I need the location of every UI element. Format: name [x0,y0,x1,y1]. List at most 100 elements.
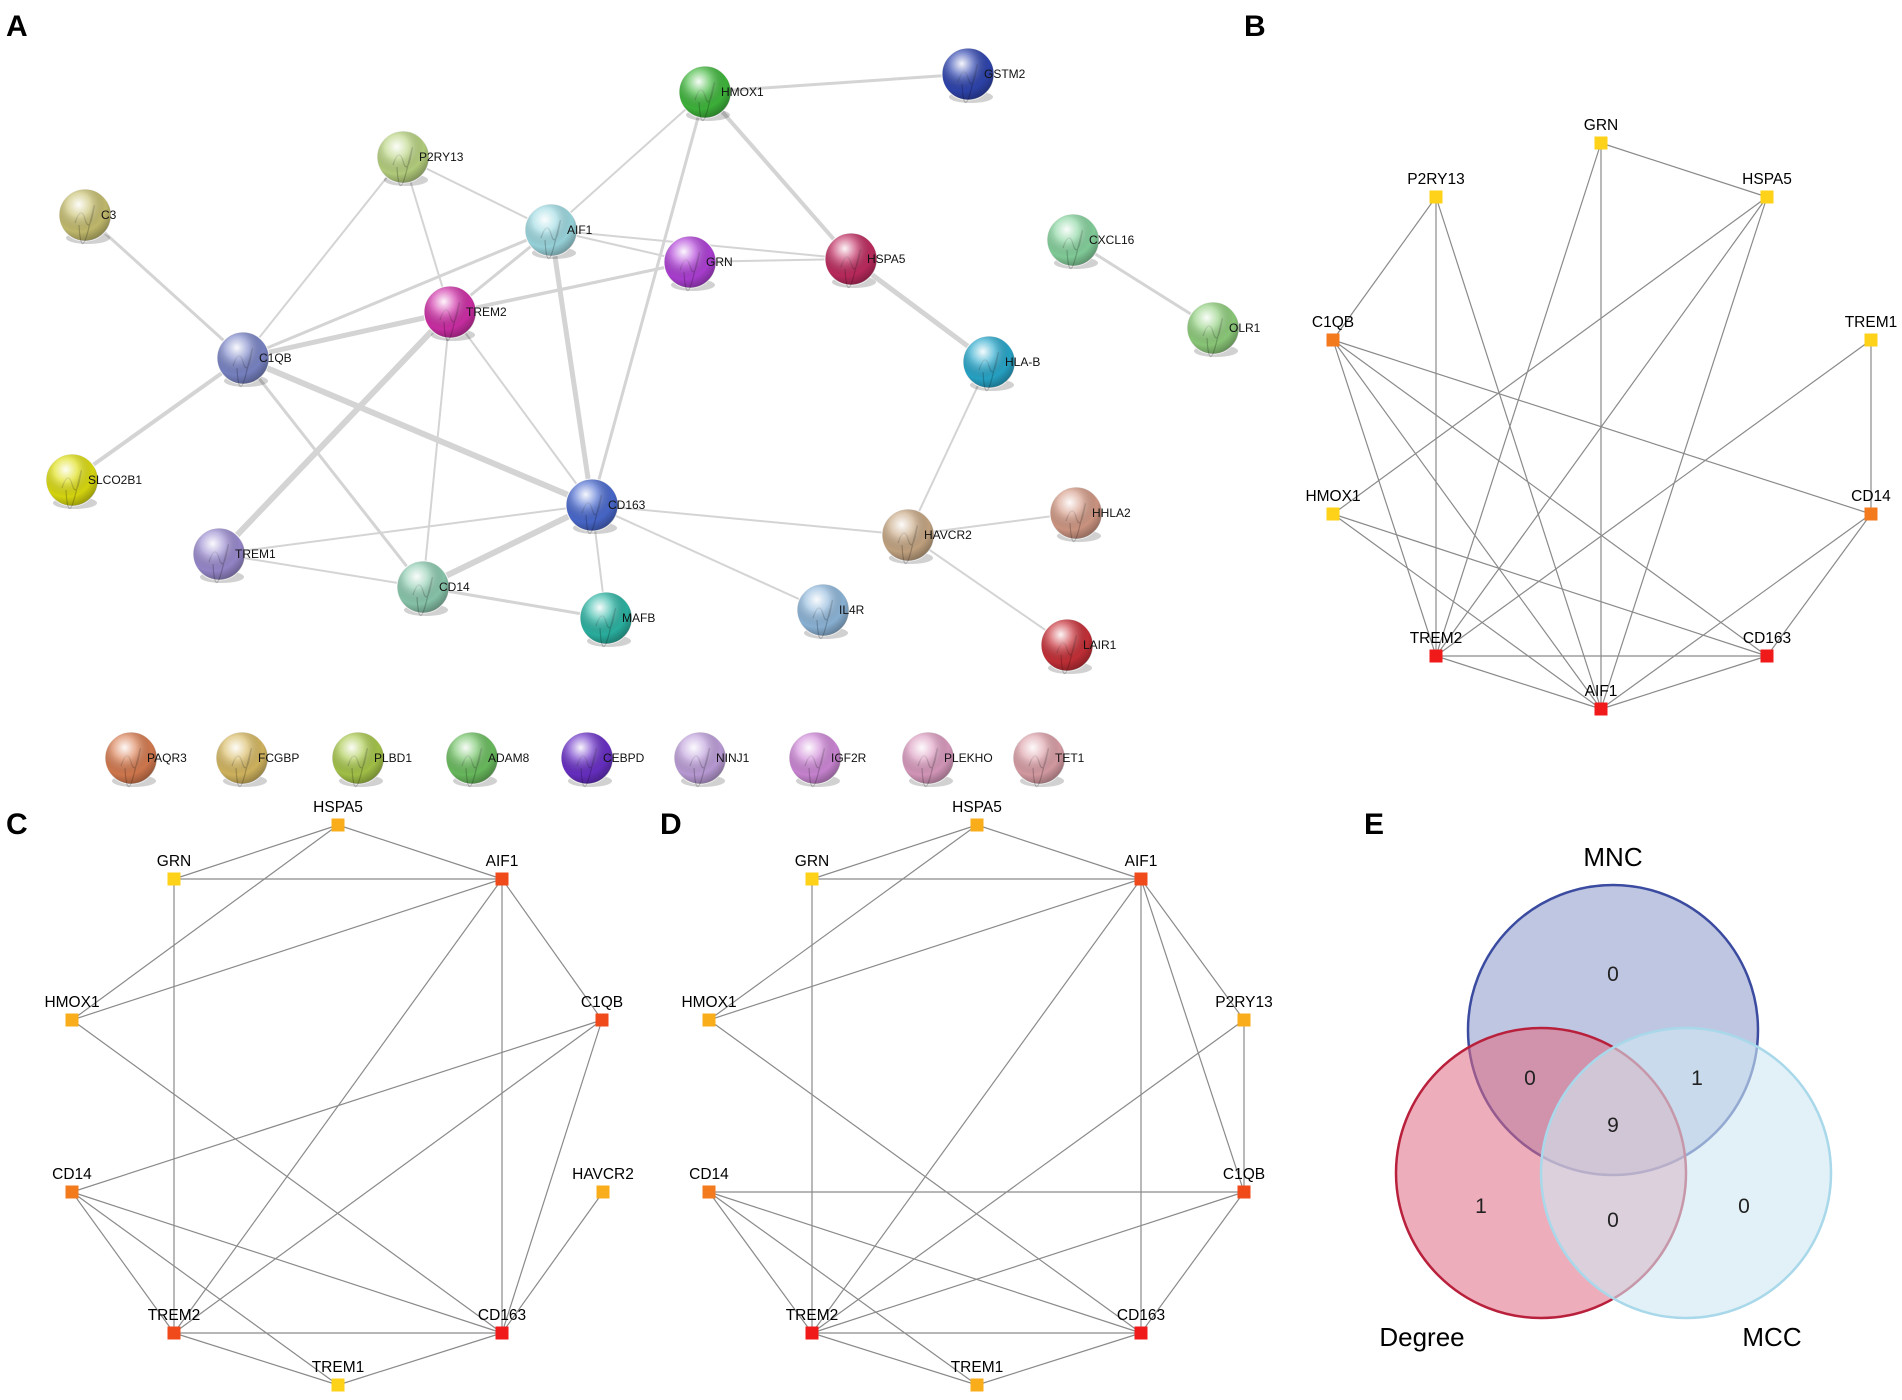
a-node-label: PAQR3 [147,751,187,765]
a-node-c3[interactable]: C3 [58,188,117,245]
a-node-gstm2[interactable]: GSTM2 [941,47,1026,104]
a-node-label: PLEKHO [944,751,993,765]
a-edge-c1qb-cd163 [240,355,595,508]
d-node-hspa5[interactable]: HSPA5 [952,799,1002,832]
b-node-cd14[interactable]: CD14 [1851,488,1891,521]
c-node-cd14[interactable]: CD14 [52,1166,92,1199]
b-edge-p2ry13-c1qb [1332,196,1437,341]
panel-e-letter: E [1364,808,1384,841]
b-edge-hmox1-aif1 [1332,513,1602,710]
a-node-ninj1[interactable]: NINJ1 [673,731,750,788]
d-node-hmox1[interactable]: HMOX1 [681,994,737,1027]
b-node-c1qb[interactable]: C1QB [1312,314,1354,347]
a-node-hmox1[interactable]: HMOX1 [678,65,764,122]
a-node-plbd1[interactable]: PLBD1 [331,731,412,788]
b-node-trem2[interactable]: TREM2 [1410,630,1463,663]
d-node-cd163[interactable]: CD163 [1117,1307,1165,1340]
c-node-label: TREM2 [148,1307,201,1324]
c-edge-c1qb-cd14 [71,1019,603,1193]
c-node-aif1[interactable]: AIF1 [486,853,519,886]
d-node-label: CD163 [1117,1307,1165,1324]
a-node-havcr2[interactable]: HAVCR2 [881,508,972,565]
a-node-fcgbp[interactable]: FCGBP [215,731,299,788]
c-edge-aif1-c1qb [501,878,603,1021]
a-node-igf2r[interactable]: IGF2R [788,731,867,788]
d-node-trem2[interactable]: TREM2 [786,1307,839,1340]
c-node-c1qb[interactable]: C1QB [581,994,623,1027]
a-node-cd163[interactable]: CD163 [565,478,646,535]
d-node-grn[interactable]: GRN [795,853,829,886]
b-node-label: CD14 [1851,488,1891,505]
c-node-havcr2[interactable]: HAVCR2 [572,1166,634,1199]
a-node-cebpd[interactable]: CEBPD [560,731,645,788]
a-node-plekho[interactable]: PLEKHO [901,731,993,788]
b-node-label: P2RY13 [1407,171,1464,188]
a-node-label: PLBD1 [374,751,412,765]
a-node-hspa5[interactable]: HSPA5 [824,232,906,289]
b-node-cd163[interactable]: CD163 [1743,630,1791,663]
a-node-hla-b[interactable]: HLA-B [962,335,1040,392]
venn-count-degree-only: 1 [1475,1195,1487,1218]
venn-count-degree-mcc: 0 [1607,1209,1619,1232]
panel-b-letter: B [1244,10,1266,43]
d-node-label: GRN [795,853,829,870]
a-node-hhla2[interactable]: HHLA2 [1049,486,1131,543]
b-node-trem1[interactable]: TREM1 [1845,314,1898,347]
venn-count-mnc-mcc: 1 [1691,1067,1703,1090]
c-node-trem2[interactable]: TREM2 [148,1307,201,1340]
a-node-tet1[interactable]: TET1 [1012,731,1085,788]
a-node-adam8[interactable]: ADAM8 [445,731,530,788]
c-edge-trem2-trem1 [173,1332,339,1386]
d-node-aif1[interactable]: AIF1 [1125,853,1158,886]
c-node-hspa5[interactable]: HSPA5 [313,799,363,832]
c-edge-havcr2-cd163 [501,1191,604,1334]
b-edge-cd14-aif1 [1600,513,1872,710]
b-node-label: AIF1 [1585,683,1618,700]
c-node-trem1[interactable]: TREM1 [312,1359,365,1392]
a-edge-trem2-cd163 [449,311,593,506]
c-node-label: HMOX1 [44,994,99,1011]
b-node-hspa5[interactable]: HSPA5 [1742,171,1792,204]
b-edge-p2ry13-aif1 [1435,196,1602,710]
b-node-hmox1[interactable]: HMOX1 [1305,488,1361,521]
d-node-label: C1QB [1223,1166,1265,1183]
b-node-aif1[interactable]: AIF1 [1585,683,1618,716]
a-node-label: CXCL16 [1089,233,1135,247]
a-node-p2ry13[interactable]: P2RY13 [376,130,464,187]
c-node-hmox1[interactable]: HMOX1 [44,994,100,1027]
b-edge-c1qb-cd14 [1332,339,1872,515]
a-edge-trem1-cd14 [218,553,424,588]
a-node-label: SLCO2B1 [88,473,142,487]
a-node-lair1[interactable]: LAIR1 [1040,618,1117,675]
a-node-paqr3[interactable]: PAQR3 [104,731,187,788]
a-node-slco2b1[interactable]: SLCO2B1 [45,453,142,510]
c-node-grn[interactable]: GRN [157,853,191,886]
a-node-olr1[interactable]: OLR1 [1186,301,1261,358]
d-node-trem1[interactable]: TREM1 [951,1359,1004,1392]
a-edge-cxcl16-olr1 [1071,238,1215,330]
d-edge-aif1-hmox1 [708,878,1142,1021]
a-node-il4r[interactable]: IL4R [796,583,865,640]
b-edge-cd163-aif1 [1600,655,1768,710]
b-node-p2ry13[interactable]: P2RY13 [1407,171,1465,204]
d-node-cd14[interactable]: CD14 [689,1166,729,1199]
d-node-p2ry13[interactable]: P2RY13 [1215,994,1273,1027]
d-node-c1qb[interactable]: C1QB [1223,1166,1265,1199]
a-edge-p2ry13-aif1 [402,156,552,231]
a-edge-p2ry13-trem2 [402,156,451,313]
a-edge-c3-c1qb [83,213,245,360]
a-edge-c1qb-slco2b1 [70,356,245,482]
a-node-aif1[interactable]: AIF1 [524,203,593,260]
a-node-trem1[interactable]: TREM1 [192,527,276,584]
c-node-cd163[interactable]: CD163 [478,1307,526,1340]
b-node-grn[interactable]: GRN [1584,117,1618,150]
a-node-cd14[interactable]: CD14 [396,560,470,617]
a-node-cxcl16[interactable]: CXCL16 [1046,213,1135,270]
panel-e: E MNC Degree MCC 0 0 1 9 1 0 0 [1364,808,1833,1352]
a-node-trem2[interactable]: TREM2 [423,285,507,342]
a-node-mafb[interactable]: MAFB [579,591,655,648]
a-node-c1qb[interactable]: C1QB [216,331,292,388]
a-edge-hmox1-gstm2 [703,72,970,94]
a-node-grn[interactable]: GRN [663,235,733,292]
